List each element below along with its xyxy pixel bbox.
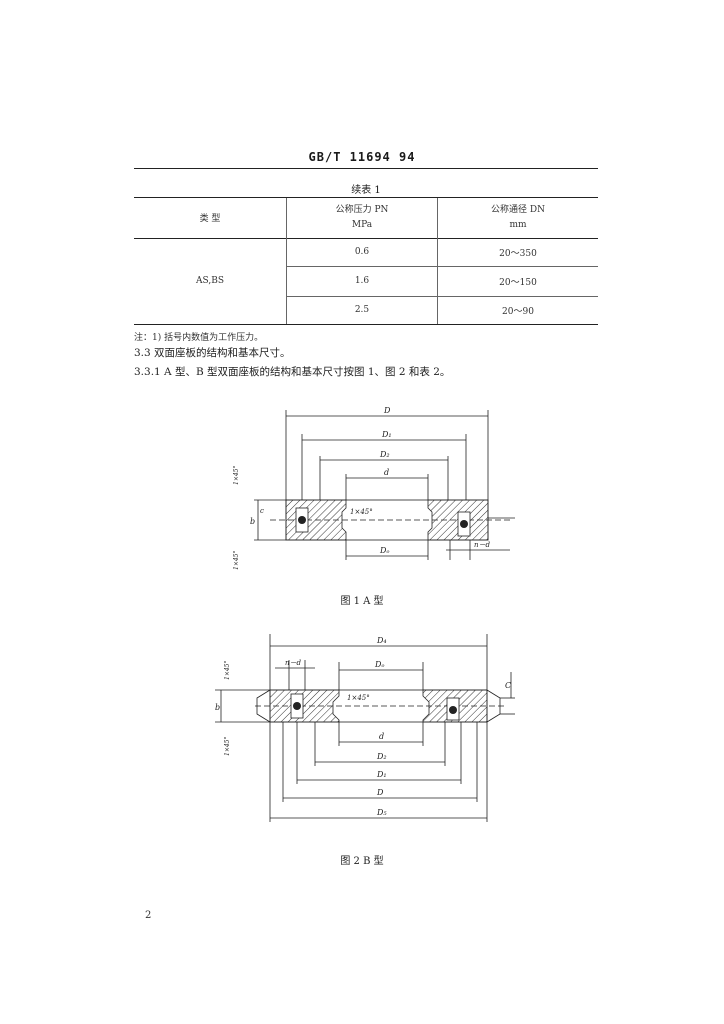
dim-Dw: Dₒ <box>379 546 390 555</box>
dim-D4: D₄ <box>376 636 387 645</box>
dn-cell: 20～90 <box>437 296 598 325</box>
dim-Dw: Dₒ <box>374 660 385 669</box>
dim-D1: D₁ <box>376 770 387 779</box>
dim-d: d <box>379 732 384 741</box>
section-3-3: 3.3 双面座板的结构和基本尺寸。 <box>134 347 291 359</box>
dim-c: C <box>505 681 511 690</box>
col-dn-unit: mm <box>509 219 527 230</box>
figure-2-drawing: D₄ n－d Dₒ 1×45° d D₂ D₁ D D₅ b C 1×45° 1… <box>215 634 515 822</box>
figure-1-drawing: D D₁ D₂ d 1×45° Dₒ n－d b c 1×45° 1×45° <box>233 406 515 570</box>
dn-cell: 20～350 <box>437 238 598 267</box>
table-row: 1.6 20～150 <box>134 266 598 297</box>
table-row: 2.5 20～90 <box>134 296 598 325</box>
col-dn-label: 公称通径 DN <box>491 205 545 216</box>
col-type-header: 类 型 <box>199 214 221 225</box>
dim-D5: D₅ <box>376 808 387 817</box>
dim-b: b <box>250 517 255 526</box>
side-chamfer-bottom: 1×45° <box>224 737 231 756</box>
pn-cell: 0.6 <box>286 238 438 267</box>
figure-2-caption: 图 2 B 型 <box>340 856 384 867</box>
side-chamfer-bottom: 1×45° <box>233 551 240 570</box>
spec-table: 类 型 公称压力 PN MPa 公称通径 DN mm AS,BS 0.6 20～… <box>134 198 598 325</box>
dim-c: c <box>260 507 264 515</box>
header-rule <box>134 168 598 169</box>
table-top-rule <box>134 197 598 198</box>
dim-d: d <box>384 468 389 477</box>
dim-D: D <box>376 788 384 797</box>
col-dn-header: 公称通径 DN mm <box>437 198 598 238</box>
col-pn-unit: MPa <box>351 219 373 230</box>
pn-cell: 1.6 <box>286 266 438 297</box>
table-caption: 续表 1 <box>351 185 381 196</box>
chamfer-label: 1×45° <box>347 694 370 702</box>
page-number: 2 <box>145 910 152 921</box>
side-chamfer-top: 1×45° <box>224 661 231 680</box>
figure-1-caption: 图 1 A 型 <box>340 596 384 607</box>
dim-b: b <box>215 703 220 712</box>
side-chamfer-top: 1×45° <box>233 466 240 485</box>
table-row: AS,BS 0.6 20～350 <box>134 238 598 325</box>
chamfer-label: 1×45° <box>350 508 373 516</box>
dim-nd: n－d <box>474 541 491 549</box>
table-note: 注：1) 括号内数值为工作压力。 <box>134 333 264 343</box>
dim-D2: D₂ <box>376 752 387 761</box>
section-3-3-1: 3.3.1 A 型、B 型双面座板的结构和基本尺寸按图 1、图 2 和表 2。 <box>134 366 451 378</box>
dn-cell: 20～150 <box>437 266 598 297</box>
dim-nd: n－d <box>285 659 302 667</box>
col-pn-label: 公称压力 PN <box>335 205 389 216</box>
dim-D1: D₁ <box>381 430 392 439</box>
col-pn-header: 公称压力 PN MPa <box>286 198 438 238</box>
standard-header: GB/T 11694 94 <box>308 150 416 164</box>
pn-cell: 2.5 <box>286 296 438 325</box>
dim-D: D <box>383 406 391 415</box>
dim-D2: D₂ <box>379 450 390 459</box>
type-cell: AS,BS <box>134 238 287 325</box>
